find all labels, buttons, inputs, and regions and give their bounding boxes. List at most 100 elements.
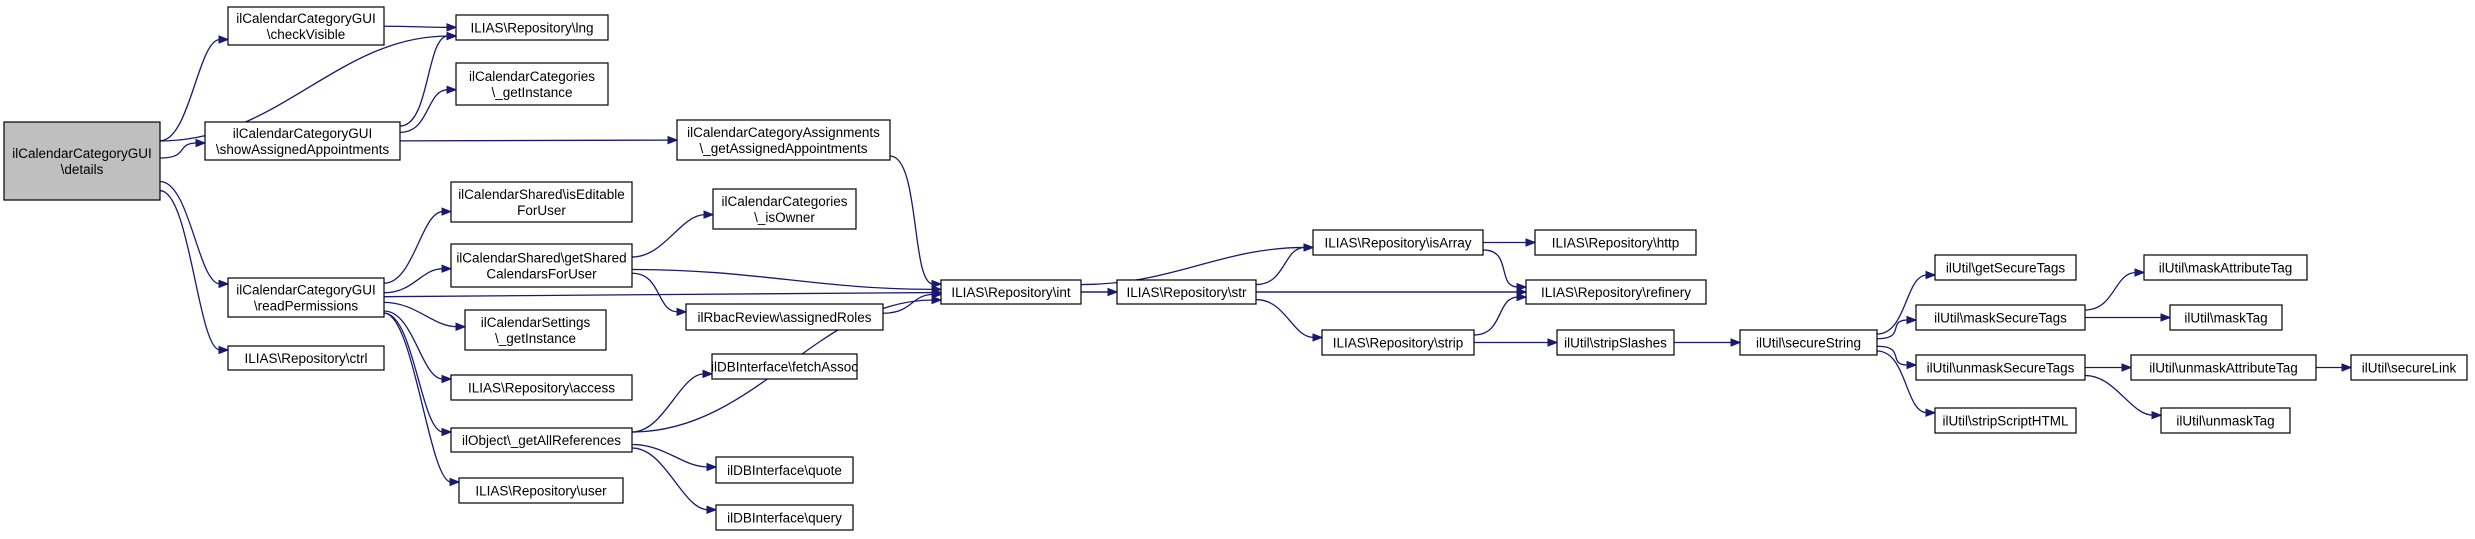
node-box [1934, 407, 2077, 434]
arrowhead [931, 290, 943, 299]
node-label: ilUtil\secureLink [2362, 361, 2457, 376]
node-label: \readPermissions [254, 299, 359, 314]
node-user[interactable]: ILIAS\Repository\user [458, 477, 624, 504]
node-unmask-tag[interactable]: ilUtil\unmaskTag [2160, 407, 2291, 434]
node-box [1534, 229, 1697, 256]
edge-secure-string-to-mask-secure-tags [1876, 319, 1909, 340]
node-check-visible[interactable]: ilCalendarCategoryGUI\checkVisible [227, 6, 385, 46]
node-label: ilCalendarCategoryGUI [12, 146, 152, 161]
edge-check-visible-to-lng [383, 25, 449, 28]
node-box [1915, 304, 2086, 331]
node-unmask-secure-tags[interactable]: ilUtil\unmaskSecureTags [1915, 354, 2086, 381]
edge-unmask-secure-tags-to-unmask-tag [2084, 374, 2154, 416]
node-get-secure-tags[interactable]: ilUtil\getSecureTags [1934, 254, 2077, 281]
node-label: \_getInstance [491, 85, 572, 100]
node-int[interactable]: ILIAS\Repository\int [940, 279, 1082, 305]
node-label: ilCalendarCategoryGUI [233, 126, 373, 141]
node-strip[interactable]: ILIAS\Repository\strip [1321, 329, 1475, 356]
edge-secure-string-to-unmask-secure-tags [1876, 345, 1909, 366]
node-label: ILIAS\Repository\isArray [1324, 236, 1471, 251]
edge-get-all-refs-to-query [631, 447, 709, 511]
node-label: ilCalendarCategories [469, 69, 595, 84]
call-nodes: ilCalendarCategoryGUI\detailsilCalendarC… [3, 6, 2468, 531]
node-read-permissions[interactable]: ilCalendarCategoryGUI\readPermissions [227, 277, 385, 318]
arrowhead [2134, 268, 2146, 277]
arrowhead [706, 505, 718, 514]
node-label: ilUtil\maskAttributeTag [2159, 261, 2293, 276]
node-label: CalendarsForUser [486, 267, 597, 282]
node-access[interactable]: ILIAS\Repository\access [450, 374, 633, 401]
node-get-instance-cat[interactable]: ilCalendarCategories\_getInstance [455, 62, 609, 106]
node-http[interactable]: ILIAS\Repository\http [1534, 229, 1697, 256]
node-box [1739, 329, 1878, 356]
arrowhead [931, 285, 943, 294]
arrowhead [441, 374, 453, 384]
edge-assigned-roles-to-int [882, 293, 934, 314]
node-box [450, 374, 633, 401]
node-fetch-assoc[interactable]: ilDBInterface\fetchAssoc [711, 353, 858, 380]
arrowhead [1906, 315, 1918, 325]
edge-strip-to-refinery [1473, 296, 1519, 336]
arrowhead [2341, 363, 2353, 372]
node-is-owner[interactable]: ilCalendarCategories\_isOwner [712, 188, 857, 230]
arrowhead [2151, 410, 2163, 420]
node-is-array[interactable]: ILIAS\Repository\isArray [1312, 229, 1484, 256]
node-secure-link[interactable]: ilUtil\secureLink [2350, 354, 2468, 381]
node-ctrl[interactable]: ILIAS\Repository\ctrl [227, 345, 385, 371]
node-box [1312, 229, 1484, 256]
call-edges [159, 23, 2353, 514]
node-get-all-refs[interactable]: ilObject\_getAllReferences [450, 427, 633, 453]
arrowhead [702, 369, 714, 379]
node-unmask-attribute-tag[interactable]: ilUtil\unmaskAttributeTag [2130, 354, 2317, 381]
node-details[interactable]: ilCalendarCategoryGUI\details [3, 121, 161, 201]
node-label: ILIAS\Repository\ctrl [244, 351, 367, 366]
node-box [1915, 354, 2086, 381]
node-box [685, 303, 884, 331]
node-strip-script-html[interactable]: ilUtil\stripScriptHTML [1934, 407, 2077, 434]
node-query[interactable]: ilDBInterface\query [715, 504, 854, 531]
arrowhead [1516, 292, 1528, 302]
edge-details-to-check-visible [159, 38, 221, 142]
node-get-shared[interactable]: ilCalendarShared\getSharedCalendarsForUs… [450, 243, 633, 288]
node-strip-slashes[interactable]: ilUtil\stripSlashes [1556, 329, 1675, 356]
arrowhead [195, 138, 207, 148]
node-mask-secure-tags[interactable]: ilUtil\maskSecureTags [1915, 304, 2086, 331]
edge-show-assigned-to-lng [399, 35, 449, 127]
arrowhead [441, 427, 453, 437]
node-box [2130, 354, 2317, 381]
node-secure-string[interactable]: ilUtil\secureString [1739, 329, 1878, 356]
node-label: ILIAS\Repository\user [475, 484, 607, 499]
arrowhead [446, 85, 458, 94]
node-box [3, 121, 161, 201]
node-box [227, 277, 385, 318]
node-get-assigned-appts[interactable]: ilCalendarCategoryAssignments\_getAssign… [676, 119, 891, 161]
node-str[interactable]: ILIAS\Repository\str [1116, 279, 1257, 305]
node-label: \_isOwner [754, 210, 815, 225]
node-box [2143, 254, 2308, 281]
node-box [1116, 279, 1257, 305]
node-assigned-roles[interactable]: ilRbacReview\assignedRoles [685, 303, 884, 331]
edge-get-assigned-appts-to-int [889, 155, 934, 285]
node-label: ilUtil\stripScriptHTML [1942, 414, 2069, 429]
node-label: ilCalendarSettings [481, 315, 591, 330]
node-box [455, 62, 609, 106]
edge-mask-secure-tags-to-mask-attribute-tag [2084, 271, 2137, 311]
arrowhead [1906, 360, 1918, 370]
node-lng[interactable]: ILIAS\Repository\lng [455, 14, 609, 41]
edge-show-assigned-to-get-instance-cat [399, 89, 449, 134]
node-label: ilUtil\unmaskTag [2176, 414, 2274, 429]
node-quote[interactable]: ilDBInterface\quote [715, 456, 854, 484]
edge-read-permissions-to-is-editable [383, 210, 444, 284]
arrowhead [218, 345, 230, 355]
node-box [715, 504, 854, 531]
edge-str-to-strip [1255, 298, 1315, 339]
arrowhead [449, 477, 461, 487]
node-show-assigned[interactable]: ilCalendarCategoryGUI\showAssignedAppoin… [204, 121, 401, 161]
node-settings-get-instance[interactable]: ilCalendarSettings\_getInstance [464, 309, 607, 351]
node-mask-attribute-tag[interactable]: ilUtil\maskAttributeTag [2143, 254, 2308, 281]
node-mask-tag[interactable]: ilUtil\maskTag [2169, 304, 2283, 331]
node-refinery[interactable]: ILIAS\Repository\refinery [1525, 279, 1707, 305]
node-box [458, 477, 624, 504]
